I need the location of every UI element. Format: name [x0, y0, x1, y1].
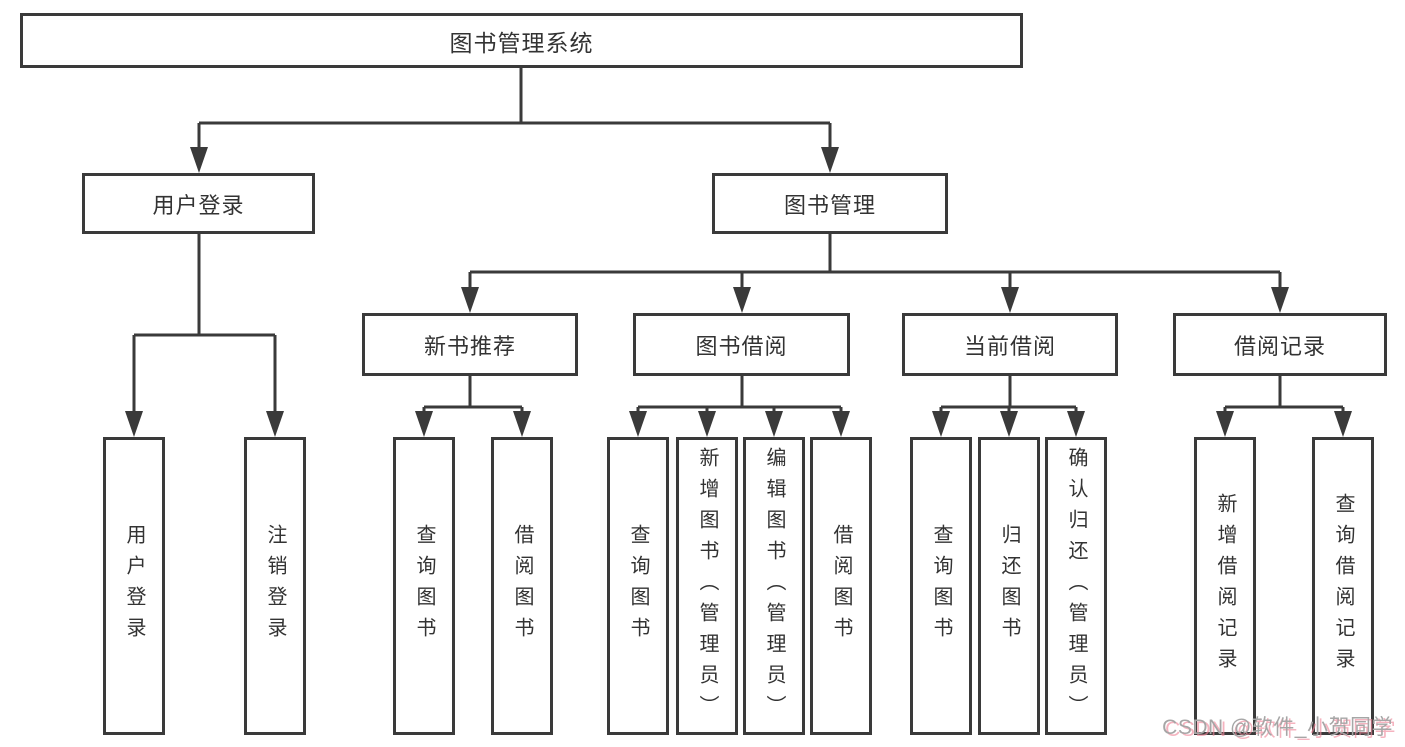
leaf-label: 查询图书 — [930, 524, 952, 648]
node-root: 图书管理系统 — [20, 13, 1023, 68]
node-book-borrow: 图书借阅 — [633, 313, 850, 376]
leaf-query-books-recommend: 查询图书 — [393, 437, 455, 735]
arrowheads — [125, 147, 1352, 437]
leaf-label: 借阅图书 — [830, 524, 852, 648]
leaf-label: 查询借阅记录 — [1332, 493, 1354, 679]
leaf-label: 编辑图书（管理员） — [763, 446, 785, 726]
leaf-borrow-books-recommend: 借阅图书 — [491, 437, 553, 735]
leaf-logout: 注销登录 — [244, 437, 306, 735]
node-new-book-recommend: 新书推荐 — [362, 313, 578, 376]
leaf-add-books-admin: 新增图书（管理员） — [676, 437, 738, 735]
leaf-label: 新增借阅记录 — [1214, 493, 1236, 679]
leaf-label: 新增图书（管理员） — [696, 446, 718, 726]
leaf-label: 借阅图书 — [511, 524, 533, 648]
leaf-query-books-current: 查询图书 — [910, 437, 972, 735]
leaf-edit-books-admin: 编辑图书（管理员） — [743, 437, 805, 735]
node-current-borrow: 当前借阅 — [902, 313, 1118, 376]
leaf-borrow-books: 借阅图书 — [810, 437, 872, 735]
leaf-query-borrow-record: 查询借阅记录 — [1312, 437, 1374, 735]
leaf-label: 确认归还（管理员） — [1065, 446, 1087, 726]
leaf-query-books-borrow: 查询图书 — [607, 437, 669, 735]
leaf-label: 注销登录 — [264, 524, 286, 648]
leaf-user-login: 用户登录 — [103, 437, 165, 735]
csdn-watermark: CSDN @软件_小贺同学 — [1162, 716, 1393, 739]
node-borrow-records: 借阅记录 — [1173, 313, 1387, 376]
leaf-label: 查询图书 — [413, 524, 435, 648]
leaf-label: 归还图书 — [998, 524, 1020, 648]
leaf-label: 用户登录 — [123, 524, 145, 648]
leaf-label: 查询图书 — [627, 524, 649, 648]
leaf-add-borrow-record: 新增借阅记录 — [1194, 437, 1256, 735]
node-book-management: 图书管理 — [712, 173, 948, 234]
leaf-confirm-return-admin: 确认归还（管理员） — [1045, 437, 1107, 735]
node-user-login: 用户登录 — [82, 173, 315, 234]
leaf-return-books: 归还图书 — [978, 437, 1040, 735]
